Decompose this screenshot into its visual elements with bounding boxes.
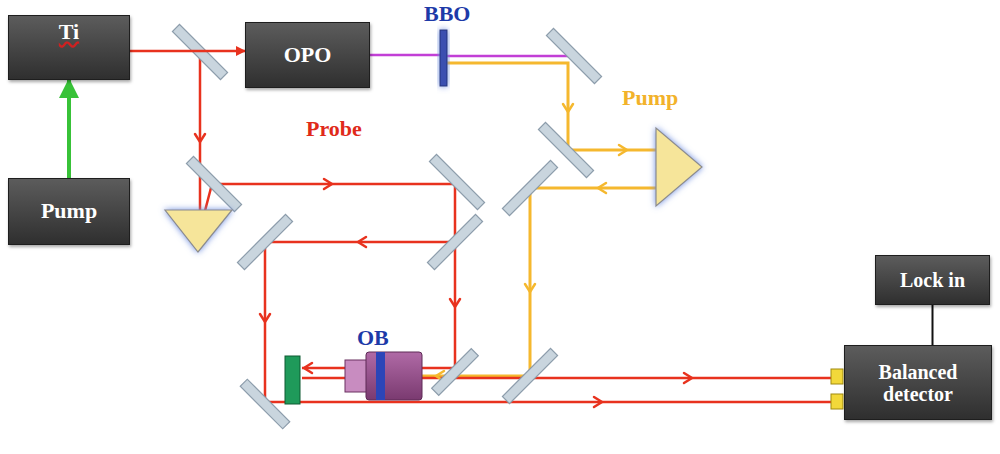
beam-arrow (684, 373, 692, 383)
beam-arrow (563, 104, 573, 112)
process-box: Ti (8, 15, 130, 80)
bbo-crystal (440, 30, 447, 86)
beam-arrow (450, 299, 460, 307)
prism (656, 128, 702, 206)
part-label: Probe (306, 117, 362, 141)
sample (285, 356, 300, 404)
beam-arrow (304, 363, 312, 373)
process-box: Balanced detector (844, 345, 992, 420)
process-box: Pump (8, 178, 130, 245)
box-label: Pump (41, 199, 97, 223)
beam-arrow (594, 397, 602, 407)
dichroic-mirror (502, 348, 557, 403)
reference-beam (265, 242, 832, 402)
magenta-beam (370, 55, 574, 56)
mirror (546, 28, 601, 83)
beam-arrow (619, 145, 627, 155)
detector-port (831, 394, 843, 409)
beam-arrow (598, 183, 606, 193)
box-label: Ti (59, 20, 79, 44)
box-label: Lock in (900, 269, 965, 291)
mirror (186, 156, 241, 211)
prism (165, 210, 232, 252)
beam-arrow (195, 134, 205, 142)
beam-arrow (358, 237, 366, 247)
part-label: BBO (424, 2, 470, 26)
box-label: Balanced detector (853, 361, 983, 405)
mirror (502, 160, 557, 215)
beam-connector (67, 80, 71, 178)
beam-splitter (427, 214, 482, 269)
beam-arrow (260, 314, 270, 322)
mirror (237, 214, 292, 269)
mirror (432, 349, 479, 396)
beam-connector (932, 305, 934, 345)
mirror (429, 154, 484, 209)
mirror (240, 379, 289, 428)
part-label: Pump (622, 86, 678, 110)
process-box: Lock in (875, 255, 990, 305)
beam-arrow (324, 179, 332, 189)
objective (345, 352, 422, 400)
beam-arrow (525, 284, 535, 292)
process-box: OPO (245, 22, 370, 88)
probe-beam (200, 55, 455, 368)
beam-connector (130, 50, 245, 53)
part-label: OB (357, 326, 389, 350)
detector-port (831, 369, 843, 384)
box-label: OPO (284, 43, 332, 67)
